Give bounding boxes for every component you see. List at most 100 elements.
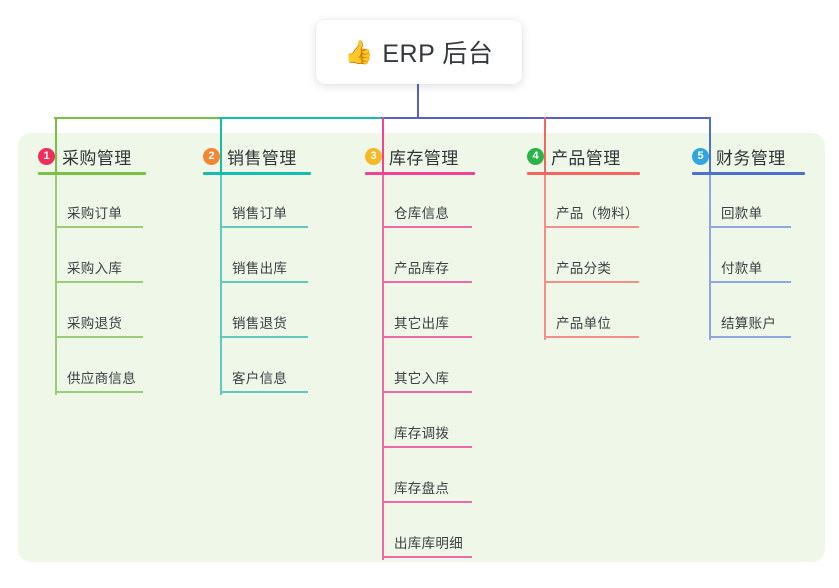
leaf-item-underline bbox=[220, 226, 308, 228]
leaf-item-label: 采购入库 bbox=[67, 261, 123, 276]
leaf-item-underline bbox=[544, 226, 639, 228]
root-stem-line bbox=[417, 84, 419, 119]
leaf-item-underline bbox=[220, 336, 308, 338]
drop-line-1 bbox=[55, 117, 57, 172]
branch-trunk-3 bbox=[382, 175, 384, 560]
leaf-item[interactable]: 其它出库 bbox=[382, 304, 472, 338]
branch-header-5[interactable]: 5 财务管理 bbox=[692, 144, 786, 168]
branch-badge-2: 2 bbox=[203, 147, 220, 165]
leaf-item[interactable]: 销售退货 bbox=[220, 304, 308, 338]
leaf-item-underline bbox=[220, 391, 308, 393]
leaf-item-underline bbox=[382, 391, 472, 393]
branch-underline-3 bbox=[365, 172, 475, 175]
leaf-item-underline bbox=[382, 446, 472, 448]
branch-header-3[interactable]: 3 库存管理 bbox=[365, 144, 459, 168]
branch-trunk-2 bbox=[220, 175, 222, 395]
branch-column-4: 4 产品管理产品（物料） 产品分类产品单位 bbox=[527, 144, 640, 340]
leaf-item-label: 销售退货 bbox=[232, 316, 288, 331]
leaf-item-underline bbox=[709, 281, 791, 283]
bus-segment-middle bbox=[219, 117, 383, 119]
diagram-panel bbox=[18, 133, 825, 562]
branch-trunk-4 bbox=[544, 175, 546, 340]
drop-line-4 bbox=[544, 117, 546, 172]
leaf-item[interactable]: 供应商信息 bbox=[55, 359, 143, 393]
leaf-item-underline bbox=[709, 226, 791, 228]
leaf-item[interactable]: 产品库存 bbox=[382, 249, 472, 283]
leaf-item-label: 采购退货 bbox=[67, 316, 123, 331]
leaf-item-underline bbox=[55, 391, 143, 393]
branch-badge-4: 4 bbox=[527, 147, 544, 165]
leaf-item[interactable]: 仓库信息 bbox=[382, 194, 472, 228]
leaf-item-underline bbox=[382, 281, 472, 283]
branch-badge-5: 5 bbox=[692, 147, 709, 165]
leaf-item[interactable]: 采购退货 bbox=[55, 304, 143, 338]
thumbs-up-icon: 👍 bbox=[344, 38, 374, 65]
leaf-item[interactable]: 其它入库 bbox=[382, 359, 472, 393]
leaf-item[interactable]: 付款单 bbox=[709, 249, 791, 283]
branch-title-4: 产品管理 bbox=[551, 148, 621, 168]
bus-segment-left bbox=[54, 117, 221, 119]
leaf-item[interactable]: 结算账户 bbox=[709, 304, 791, 338]
branch-header-1[interactable]: 1 采购管理 bbox=[38, 144, 132, 168]
leaf-item-label: 产品库存 bbox=[394, 261, 450, 276]
leaf-item[interactable]: 销售出库 bbox=[220, 249, 308, 283]
leaf-item[interactable]: 采购入库 bbox=[55, 249, 143, 283]
branch-underline-1 bbox=[38, 172, 146, 175]
leaf-item[interactable]: 产品（物料） bbox=[544, 194, 639, 228]
branch-trunk-5 bbox=[709, 175, 711, 340]
branch-column-3: 3 库存管理仓库信息产品库存其它出库其它入库库存调拨库存盘点出库库明细 bbox=[365, 144, 475, 560]
branch-header-4[interactable]: 4 产品管理 bbox=[527, 144, 621, 168]
leaf-item-underline bbox=[382, 556, 472, 558]
leaf-item-underline bbox=[382, 226, 472, 228]
branch-underline-4 bbox=[527, 172, 640, 175]
leaf-item-label: 仓库信息 bbox=[394, 206, 450, 221]
branch-badge-1: 1 bbox=[38, 147, 55, 165]
leaf-item[interactable]: 客户信息 bbox=[220, 359, 308, 393]
branch-underline-5 bbox=[692, 172, 805, 175]
leaf-item-label: 其它出库 bbox=[394, 316, 450, 331]
leaf-item-label: 出库库明细 bbox=[394, 536, 463, 551]
leaf-item-label: 结算账户 bbox=[721, 316, 777, 331]
leaf-item[interactable]: 库存调拨 bbox=[382, 414, 472, 448]
leaf-item[interactable]: 采购订单 bbox=[55, 194, 143, 228]
branch-underline-2 bbox=[203, 172, 311, 175]
leaf-item[interactable]: 产品分类 bbox=[544, 249, 639, 283]
leaf-item[interactable]: 销售订单 bbox=[220, 194, 308, 228]
leaf-item[interactable]: 出库库明细 bbox=[382, 524, 472, 558]
leaf-item-label: 客户信息 bbox=[232, 371, 288, 386]
leaf-item-underline bbox=[55, 281, 143, 283]
branch-header-2[interactable]: 2 销售管理 bbox=[203, 144, 297, 168]
branch-column-2: 2 销售管理销售订单销售出库销售退货客户信息 bbox=[203, 144, 311, 395]
branch-title-5: 财务管理 bbox=[716, 148, 786, 168]
branch-title-3: 库存管理 bbox=[389, 148, 459, 168]
leaf-item[interactable]: 回款单 bbox=[709, 194, 791, 228]
leaf-item-label: 采购订单 bbox=[67, 206, 123, 221]
leaf-item-underline bbox=[709, 336, 791, 338]
leaf-item-underline bbox=[220, 281, 308, 283]
root-node-title: ERP 后台 bbox=[382, 40, 494, 68]
branch-badge-3: 3 bbox=[365, 147, 382, 165]
leaf-item-underline bbox=[382, 336, 472, 338]
leaf-item[interactable]: 库存盘点 bbox=[382, 469, 472, 503]
leaf-item[interactable]: 产品单位 bbox=[544, 304, 639, 338]
leaf-item-label: 库存调拨 bbox=[394, 426, 450, 441]
leaf-item-label: 产品（物料） bbox=[556, 206, 639, 221]
branch-title-1: 采购管理 bbox=[62, 148, 132, 168]
leaf-item-label: 销售订单 bbox=[232, 206, 288, 221]
leaf-item-label: 其它入库 bbox=[394, 371, 450, 386]
drop-line-2 bbox=[220, 117, 222, 172]
branch-column-5: 5 财务管理回款单付款单结算账户 bbox=[692, 144, 805, 340]
leaf-item-underline bbox=[544, 336, 639, 338]
drop-line-3 bbox=[382, 117, 384, 172]
root-node-card[interactable]: 👍 ERP 后台 bbox=[316, 20, 522, 84]
leaf-item-label: 付款单 bbox=[721, 261, 763, 276]
leaf-item-underline bbox=[55, 336, 143, 338]
leaf-item-label: 产品单位 bbox=[556, 316, 612, 331]
leaf-item-underline bbox=[382, 501, 472, 503]
branch-column-1: 1 采购管理采购订单采购入库采购退货供应商信息 bbox=[38, 144, 146, 395]
leaf-item-label: 回款单 bbox=[721, 206, 763, 221]
branch-title-2: 销售管理 bbox=[227, 148, 297, 168]
leaf-item-label: 产品分类 bbox=[556, 261, 612, 276]
drop-line-5 bbox=[709, 117, 711, 172]
